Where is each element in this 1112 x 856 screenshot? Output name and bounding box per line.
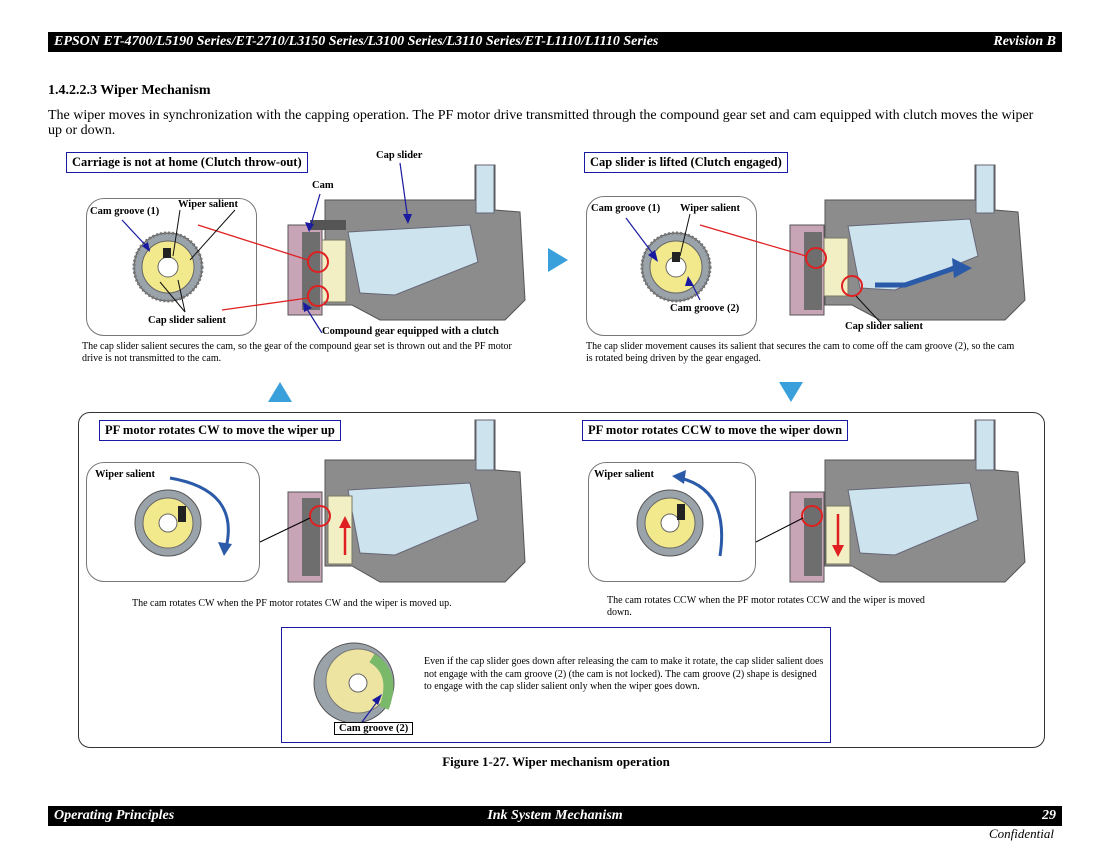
cam-detail-illustration <box>313 642 395 724</box>
arrow-up-icon <box>268 382 292 402</box>
caption-top-right: The cap slider movement causes its salie… <box>586 341 1015 364</box>
note-cam-groove-2-label: Cam groove (2) <box>334 722 414 735</box>
label-cap-slider: Cap slider <box>376 150 423 161</box>
label-wiper-salient-right: Wiper salient <box>680 203 740 214</box>
label-wiper-salient-bottom-right: Wiper salient <box>594 469 654 480</box>
manual-title: EPSON ET-4700/L5190 Series/ET-2710/L3150… <box>54 34 659 49</box>
footer-bar: Operating Principles Ink System Mechanis… <box>48 806 1062 826</box>
label-wiper-salient-bottom-left: Wiper salient <box>95 469 155 480</box>
label-wiper-salient: Wiper salient <box>178 199 238 210</box>
footer-section: Ink System Mechanism <box>487 808 623 823</box>
caption-bottom-right: The cam rotates CCW when the PF motor ro… <box>607 595 925 618</box>
arrow-down-icon <box>779 382 803 402</box>
footer-chapter: Operating Principles <box>54 808 175 823</box>
note-box: Cam groove (2) Even if the cap slider go… <box>281 627 831 743</box>
figure-caption: Figure 1-27. Wiper mechanism operation <box>442 754 670 769</box>
header-bar: EPSON ET-4700/L5190 Series/ET-2710/L3150… <box>48 32 1062 52</box>
section-heading: 1.4.2.2.3 Wiper Mechanism <box>48 83 211 98</box>
panel-title-bottom-right: PF motor rotates CCW to move the wiper d… <box>582 420 849 441</box>
intro-paragraph: The wiper moves in synchronization with … <box>48 108 1034 138</box>
caption-bottom-left: The cam rotates CW when the PF motor rot… <box>132 598 452 609</box>
panel-title-top-right: Cap slider is lifted (Clutch engaged) <box>584 152 788 173</box>
label-cam: Cam <box>312 180 334 191</box>
panel-title-top-left: Carriage is not at home (Clutch throw-ou… <box>66 152 308 173</box>
label-compound-gear: Compound gear equipped with a clutch <box>322 326 499 337</box>
label-cap-slider-salient: Cap slider salient <box>148 315 226 326</box>
revision-label: Revision B <box>993 34 1056 49</box>
label-cam-groove-1-right: Cam groove (1) <box>591 203 661 214</box>
page-number: 29 <box>1042 808 1056 823</box>
lower-panel-frame <box>78 412 1045 748</box>
caption-top-left: The cap slider salient secures the cam, … <box>82 341 512 364</box>
label-cap-slider-salient-right: Cap slider salient <box>845 321 923 332</box>
panel-title-bottom-left: PF motor rotates CW to move the wiper up <box>99 420 341 441</box>
arrow-right-icon <box>548 248 568 272</box>
note-text: Even if the cap slider goes down after r… <box>424 656 824 692</box>
label-cam-groove-2-right: Cam groove (2) <box>670 303 740 314</box>
label-cam-groove-1: Cam groove (1) <box>90 206 160 217</box>
confidential-label: Confidential <box>989 826 1054 841</box>
